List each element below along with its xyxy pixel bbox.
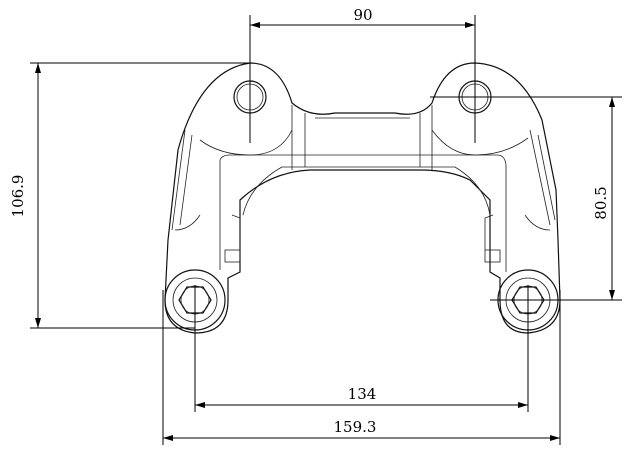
dimension-80-5: 80.5	[592, 97, 615, 300]
bracket-outline	[164, 62, 561, 334]
dim-label-80-5: 80.5	[592, 186, 610, 219]
dimension-106-9: 106.9	[9, 63, 41, 328]
extension-lines	[30, 15, 622, 445]
dimension-90: 90	[250, 6, 475, 28]
dim-label-159-3: 159.3	[334, 418, 377, 436]
dim-label-134: 134	[348, 385, 377, 403]
dim-label-106-9: 106.9	[9, 175, 27, 218]
dimension-159-3: 159.3	[163, 418, 560, 441]
dimension-134: 134	[195, 385, 528, 408]
dim-label-90: 90	[353, 6, 372, 24]
